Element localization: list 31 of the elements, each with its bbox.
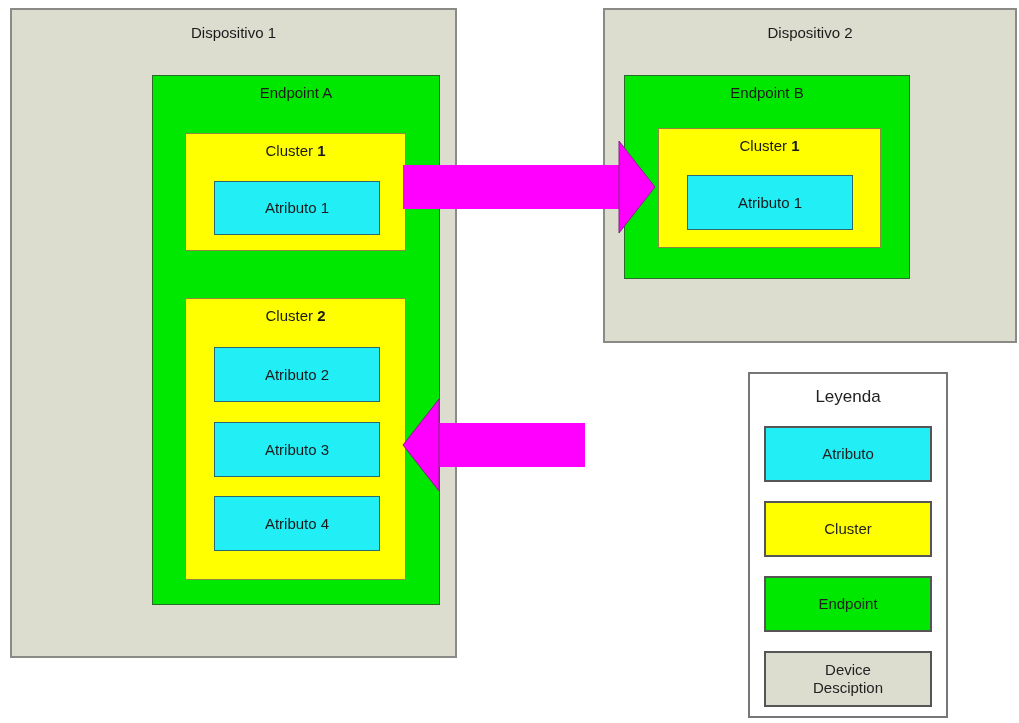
node-label: Atributo 1: [263, 197, 331, 218]
node-label: Cluster 2: [264, 306, 327, 326]
legend-key: Atributo: [764, 426, 932, 482]
legend-key: Endpoint: [764, 576, 932, 632]
block-arrow: [403, 140, 656, 234]
node-label: Dispositivo 2: [766, 23, 854, 43]
attribute-box: [214, 347, 380, 402]
attribute-box: [687, 175, 853, 230]
attribute-box: [214, 422, 380, 477]
node-label: Atributo 3: [263, 439, 331, 460]
attribute-box: [214, 181, 380, 235]
node-label: Endpoint A: [258, 83, 334, 103]
device-box: [10, 8, 457, 658]
endpoint-box: [152, 75, 440, 605]
cluster-box: [658, 128, 881, 248]
block-arrow: [402, 398, 585, 492]
legend-title: Leyenda: [814, 386, 882, 408]
node-label: Dispositivo 1: [189, 23, 277, 43]
legend-key: Cluster: [764, 501, 932, 557]
node-label: Atributo 2: [263, 364, 331, 385]
cluster-box: [185, 133, 406, 251]
attribute-box: [214, 496, 380, 551]
node-label: Cluster 1: [738, 136, 801, 156]
node-label: Endpoint B: [729, 83, 805, 103]
device-box: [603, 8, 1017, 343]
cluster-box: [185, 298, 406, 580]
legend-key: Device Desciption: [764, 651, 932, 707]
node-label: Cluster 1: [264, 141, 327, 161]
node-label: Atributo 1: [736, 192, 804, 213]
node-label: Atributo 4: [263, 513, 331, 534]
endpoint-box: [624, 75, 910, 279]
